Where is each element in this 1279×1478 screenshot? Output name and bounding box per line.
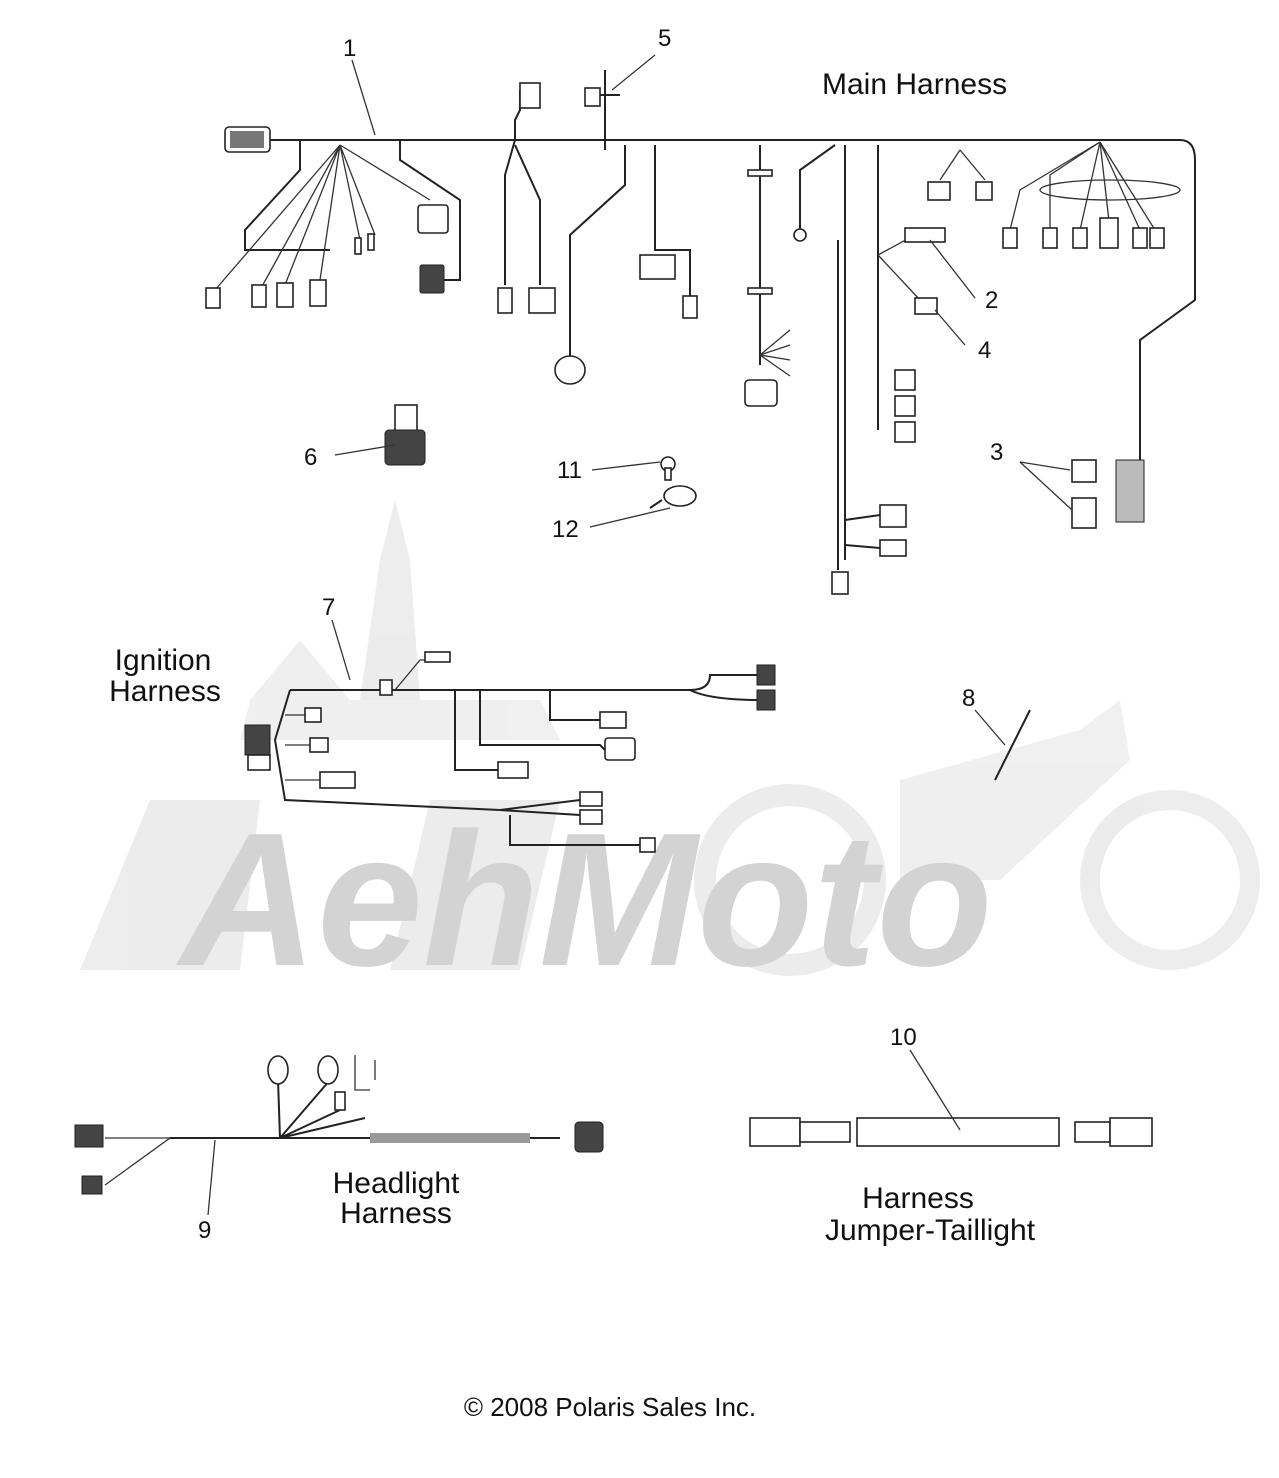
callout-12: 12 [552, 516, 579, 543]
main-harness-title: Main Harness [822, 68, 1007, 101]
callout-9: 9 [198, 1217, 211, 1244]
callout-8: 8 [962, 685, 975, 712]
taillight-jumper [749, 1117, 1153, 1147]
part-6-relay [384, 404, 426, 466]
ignition-harness [244, 651, 776, 853]
callout-3: 3 [990, 439, 1003, 466]
callout-numbers: 1 2 3 4 5 6 7 8 9 10 11 12 [198, 25, 1003, 1244]
part-3-connectors [1071, 459, 1097, 529]
headlight-harness-title-line2: Harness [340, 1197, 452, 1230]
ignition-harness-title-line2: Harness [109, 675, 221, 708]
part-12-clip [649, 485, 697, 509]
callout-11: 11 [557, 457, 582, 484]
section-titles: Main Harness Ignition Harness Headlight … [109, 68, 1036, 1247]
headlight-harness [74, 1055, 604, 1195]
callout-2: 2 [985, 287, 998, 314]
headlight-harness-title-line1: Headlight [333, 1167, 460, 1200]
main-harness [205, 70, 1196, 595]
ignition-harness-title-line1: Ignition [115, 644, 212, 677]
copyright-notice: © 2008 Polaris Sales Inc. [464, 1392, 756, 1422]
callout-7: 7 [322, 594, 335, 621]
part-11-screw [660, 456, 676, 481]
jumper-title-line1: Harness [862, 1182, 974, 1215]
jumper-title-line2: Jumper-Taillight [825, 1214, 1036, 1247]
callout-5: 5 [658, 25, 671, 52]
callout-10: 10 [890, 1024, 917, 1051]
callout-6: 6 [304, 444, 317, 471]
part-8-cable [994, 709, 1031, 781]
watermark-text: AehMoto [176, 794, 993, 1006]
callout-1: 1 [343, 35, 356, 62]
leader-lines [207, 54, 1073, 1216]
callout-4: 4 [978, 337, 991, 364]
